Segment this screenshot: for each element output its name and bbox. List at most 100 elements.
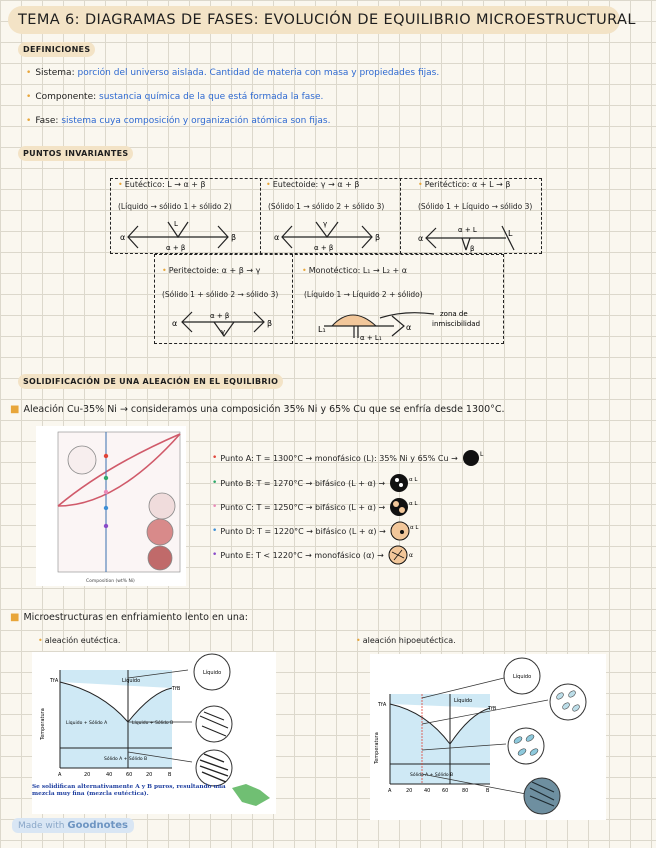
divider xyxy=(292,254,293,344)
l1-label: L₁ xyxy=(318,325,326,334)
eutectic-note: Se solidifican alternativamente A y B pu… xyxy=(32,784,226,798)
peritectic-sketch: α L α + L β xyxy=(418,225,515,253)
monotectic-label: •Monotéctico: L₁ → L₂ + α xyxy=(302,266,408,275)
hypoeutectic-diagram: Temperatura TfA TfB Líquido Sólido A + S… xyxy=(374,657,587,815)
y-axis-label: Temperatura xyxy=(40,708,46,741)
x-tick: B xyxy=(168,772,172,778)
phase-tag: α L xyxy=(409,477,418,483)
point-e-row: •Punto E: T < 1220°C → monofásico (α) → … xyxy=(212,544,418,566)
goodnotes-watermark: Made with Goodnotes xyxy=(12,818,134,833)
beta-label: β xyxy=(470,245,474,253)
x-tick: 40 xyxy=(424,788,430,794)
x-tick: 40 xyxy=(106,772,112,778)
alpha-beta-label: α + β xyxy=(210,312,229,320)
divider xyxy=(260,178,261,254)
x-tick: 80 xyxy=(462,788,468,794)
bullet-icon: • xyxy=(26,116,32,126)
liquid-region-label: Líquido xyxy=(454,697,472,704)
liquid-label: L xyxy=(174,220,178,228)
eutectic-diagram: Temperatura TfA TfB Líquido Líquido + Só… xyxy=(32,653,270,806)
alpha-l1-label: α + L₁ xyxy=(360,334,382,342)
x-tick: 20 xyxy=(146,772,152,778)
eutectic-detail: (Líquido → sólido 1 + sólido 2) xyxy=(118,202,232,211)
microstructure-e-icon: α xyxy=(388,545,413,565)
square-bullet-icon: ■ xyxy=(10,404,20,415)
x-tick: 60 xyxy=(126,772,132,778)
peritectoid-detail: (Sólido 1 + sólido 2 → sólido 3) xyxy=(162,290,279,299)
tfa-label: TfA xyxy=(377,702,387,708)
hypoeutectic-panel: Temperatura TfA TfB Líquido Sólido A + S… xyxy=(370,654,606,820)
tfb-label: TfB xyxy=(171,686,181,692)
peritectic-label: •Peritéctico: α + L → β xyxy=(418,180,511,189)
solid-ab-region-label: Sólido A + Sólido B xyxy=(410,771,453,778)
monotectic-sketch: L₁ α α + L₁ zona de inmiscibilidad xyxy=(318,310,480,342)
eutectoid-label: •Eutectoide: γ → α + β xyxy=(266,180,360,189)
x-axis-label: Composition (wt% Ni) xyxy=(86,578,135,584)
invariant-box-top xyxy=(110,178,542,254)
alpha-label: α xyxy=(172,319,177,328)
x-tick: A xyxy=(58,772,62,778)
alpha-label: α xyxy=(120,233,125,242)
alpha-liquid-label: α + L xyxy=(458,226,477,234)
alpha-label: α xyxy=(418,234,423,243)
invariant-box-bottom xyxy=(154,254,504,344)
eutectic-alloy-label: •aleación eutéctica. xyxy=(38,636,121,645)
microstructure-c-icon: α L xyxy=(390,498,419,516)
bullet-icon: • xyxy=(38,636,43,645)
definitions-heading: DEFINICIONES xyxy=(18,42,96,57)
eutectic-sketch: α β L α + β xyxy=(120,220,236,252)
bullet-icon: • xyxy=(26,92,32,102)
peritectic-detail: (Sólido 1 + Líquido → sólido 3) xyxy=(418,202,533,211)
tfa-label: TfA xyxy=(49,678,59,684)
peritectoid-sketch: α β α + β γ xyxy=(172,311,272,338)
x-tick: 60 xyxy=(442,788,448,794)
page-title: TEMA 6: DIAGRAMAS DE FASES: EVOLUCIÓN DE… xyxy=(8,6,635,34)
liquid-region-label: Líquido xyxy=(122,677,140,684)
eutectoid-detail: (Sólido 1 → sólido 2 + sólido 3) xyxy=(268,202,385,211)
liq-solB-region-label: Líquido + Sólido B xyxy=(132,719,173,726)
hypoeutectic-alloy-label: •aleación hipoeutéctica. xyxy=(356,636,456,645)
liquid-label: L xyxy=(508,229,513,238)
point-c-row: •Punto C: T = 1250°C → bifásico (L + α) … xyxy=(212,496,419,518)
invariant-heading: PUNTOS INVARIANTES xyxy=(18,146,134,161)
phase-tag: α L xyxy=(409,501,418,507)
definition-sistema: •Sistema: porción del universo aislada. … xyxy=(26,68,440,78)
eutectic-panel: Temperatura TfA TfB Líquido Líquido + Só… xyxy=(32,652,276,814)
phase-tag: α L xyxy=(410,525,419,531)
bullet-icon: • xyxy=(212,453,218,463)
point-d-row: •Punto D: T = 1220°C → bifásico (L + α) … xyxy=(212,520,420,542)
alpha-beta-label: α + β xyxy=(314,244,333,252)
point-a-row: •Punto A: T = 1300°C → monofásico (L): 3… xyxy=(212,448,486,468)
beta-label: β xyxy=(267,319,272,328)
definition-componente: •Componente: sustancia química de la que… xyxy=(26,92,324,102)
cu-ni-phase-diagram: Composition (wt% Ni) xyxy=(36,426,186,586)
microstructures-heading: ■Microestructuras en enfriamiento lento … xyxy=(10,612,248,623)
x-tick: A xyxy=(388,788,392,794)
alloy-intro: ■Aleación Cu-35% Ni → consideramos una c… xyxy=(10,404,505,415)
alpha-beta-label: α + β xyxy=(166,244,185,252)
bullet-icon: • xyxy=(212,502,218,512)
beta-label: β xyxy=(375,233,380,242)
zona-label: zona de xyxy=(440,310,468,318)
alpha-label: α xyxy=(274,233,279,242)
monotectic-detail: (Líquido 1 → Líquido 2 + sólido) xyxy=(304,290,423,299)
x-tick: 20 xyxy=(84,772,90,778)
y-axis-label: Temperatura xyxy=(374,732,380,765)
peritectoid-label: •Peritectoide: α + β → γ xyxy=(162,266,261,275)
bullet-icon: • xyxy=(212,478,218,488)
x-tick: 20 xyxy=(406,788,412,794)
microstructure-d-icon: α L xyxy=(390,521,419,541)
eutectoid-sketch: α β γ α + β xyxy=(274,220,380,252)
phase-tag: L xyxy=(480,451,484,458)
square-bullet-icon: ■ xyxy=(10,612,20,623)
bullet-icon: • xyxy=(212,526,218,536)
bullet-icon: • xyxy=(356,636,361,645)
solid-ab-region-label: Sólido A + Sólido B xyxy=(104,755,147,762)
x-tick: B xyxy=(486,788,490,794)
point-b-row: •Punto B: T = 1270°C → bifásico (L + α) … xyxy=(212,472,419,494)
tfb-label: TfB xyxy=(487,706,497,712)
bullet-icon: • xyxy=(212,550,218,560)
liq-solA-region-label: Líquido + Sólido A xyxy=(66,719,108,726)
gamma-label: γ xyxy=(221,328,225,336)
microstructure-b-icon: α L xyxy=(390,474,418,492)
